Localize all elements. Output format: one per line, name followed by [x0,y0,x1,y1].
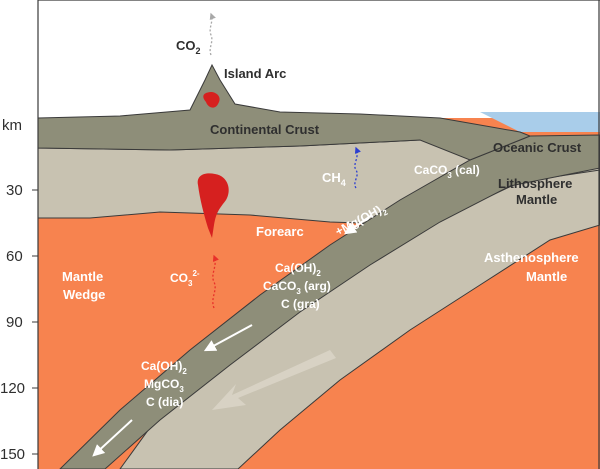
lithosphere-label: Lithosphere [498,176,572,191]
co3-label: CO32- [170,269,200,288]
caco3-cal-label: CaCO3 (cal) [414,163,480,180]
slab-motion-arrow [212,350,336,410]
mantle-wedge-label-1: Mantle [62,269,103,284]
mantle-wedge-label-2: Wedge [63,287,105,302]
caoh2-label: Ca(OH)2 [275,261,321,278]
asthenosphere-label-1: Asthenosphere [484,250,579,265]
axis-tick-label: 90 [6,314,23,331]
mgoh2-arrow [344,214,373,235]
c-dia-label: C (dia) [146,395,183,409]
mgco3-label: MgCO3 [144,377,184,394]
ocean-water [480,112,600,132]
arc-magma-chamber [203,92,220,108]
island-arc-label: Island Arc [224,66,286,81]
co3-migration-arrow [212,254,219,309]
co2-degassing-arrow [209,12,216,56]
continental-crust-label: Continental Crust [210,122,320,137]
ch4-label: CH4 [322,170,346,188]
c-gra-label: C (gra) [281,297,320,311]
ch4-migration-arrow [354,146,361,189]
caoh2-deep-label: Ca(OH)2 [141,359,187,376]
axis-tick-label: 60 [6,248,23,265]
lithosphere-mantle-label: Mantle [516,192,557,207]
co2-label: CO2 [176,38,201,56]
oceanic-crust-label: Oceanic Crust [493,140,582,155]
subducting-oceanic-crust [59,134,600,469]
slab-flow-arrow-lower [92,419,133,457]
axis-tick-label: 120 [0,380,25,397]
axis-tick-label: 150 [0,446,25,463]
forearc-magma-body [197,173,229,238]
caco3-arg-label: CaCO3 (arg) [263,279,331,296]
axis-tick-label: 30 [6,182,23,199]
continental-crust [37,63,532,161]
asthenosphere-label-2: Mantle [526,269,567,284]
axis-unit-label: km [2,117,22,134]
slab-flow-arrow-upper [203,324,253,352]
forearc-label: Forearc [256,224,304,239]
